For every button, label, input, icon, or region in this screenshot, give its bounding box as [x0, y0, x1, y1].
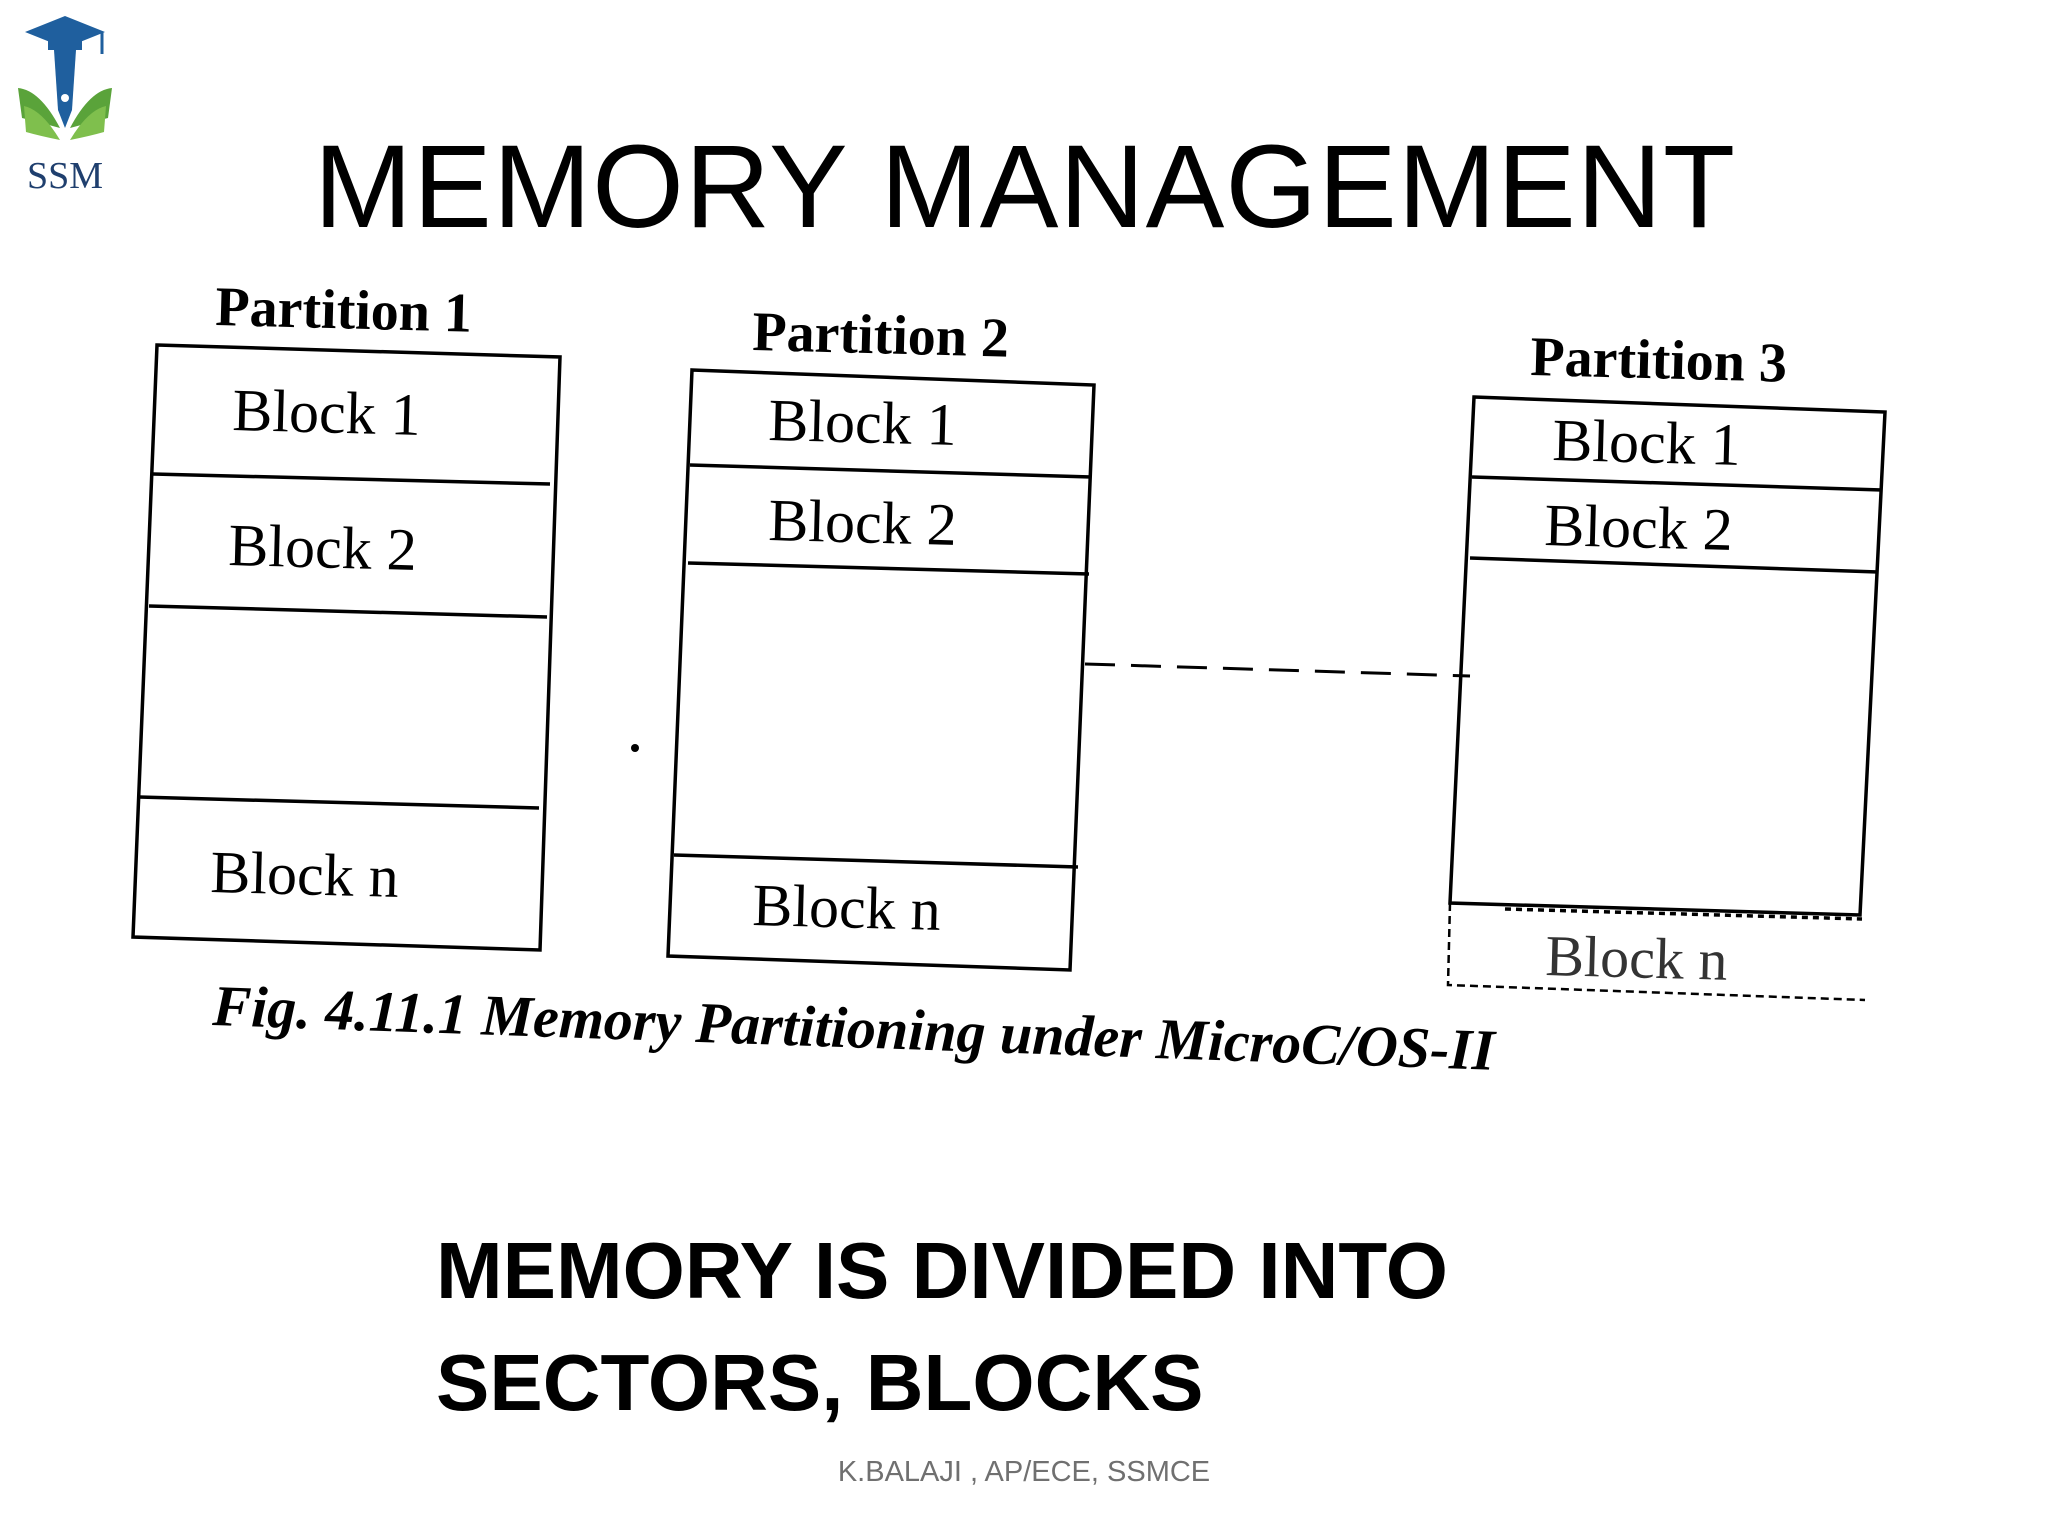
page-title: MEMORY MANAGEMENT	[313, 121, 1737, 253]
graduation-cap-book-pen-icon	[18, 16, 112, 140]
partition-3-block-1: Block 1	[1552, 407, 1742, 478]
partition-connector	[1084, 662, 1471, 678]
partition-3-label: Partition 3	[1530, 326, 1788, 395]
partition-2-divider	[673, 853, 1079, 869]
partition-3-box	[1448, 395, 1887, 917]
logo-text: SSM	[27, 155, 103, 197]
partition-2-block-n: Block n	[752, 872, 942, 943]
figure-caption: Fig. 4.11.1 Memory Partitioning under Mi…	[211, 973, 1499, 1083]
partition-2-box	[666, 368, 1096, 972]
body-line-2: SECTORS, BLOCKS	[436, 1338, 1204, 1427]
partition-2-divider	[687, 561, 1090, 576]
partition-1-block-2: Block 2	[228, 512, 418, 583]
partition-2-divider	[689, 463, 1092, 479]
partition-1-divider	[138, 795, 540, 810]
partition-1-label: Partition 1	[215, 276, 473, 345]
partition-1-block-1: Block 1	[232, 377, 422, 448]
ssm-logo: SSM	[18, 16, 112, 197]
partition-2-label: Partition 2	[752, 301, 1010, 370]
slide-body: MEMORY IS DIVIDED INTO SECTORS, BLOCKS	[436, 1215, 1836, 1439]
partition-3-divider	[1471, 475, 1883, 492]
partition-3-block-n: Block n	[1545, 923, 1729, 993]
stray-mark	[631, 744, 639, 752]
partition-1-block-n: Block n	[210, 839, 400, 910]
partition-3-block-2: Block 2	[1544, 492, 1734, 563]
partition-1-divider	[148, 604, 548, 619]
partition-1-box	[131, 343, 562, 952]
partition-3-open-bottom	[1446, 902, 1866, 1002]
partition-2-block-1: Block 1	[768, 387, 958, 458]
partition-1-divider	[152, 472, 551, 486]
body-line-1: MEMORY IS DIVIDED INTO	[436, 1226, 1448, 1315]
footer-author: K.BALAJI , AP/ECE, SSMCE	[837, 1456, 1211, 1488]
partition-2-block-2: Block 2	[768, 487, 958, 558]
partition-3-divider	[1469, 556, 1879, 574]
partition-3-divider	[1504, 907, 1863, 921]
